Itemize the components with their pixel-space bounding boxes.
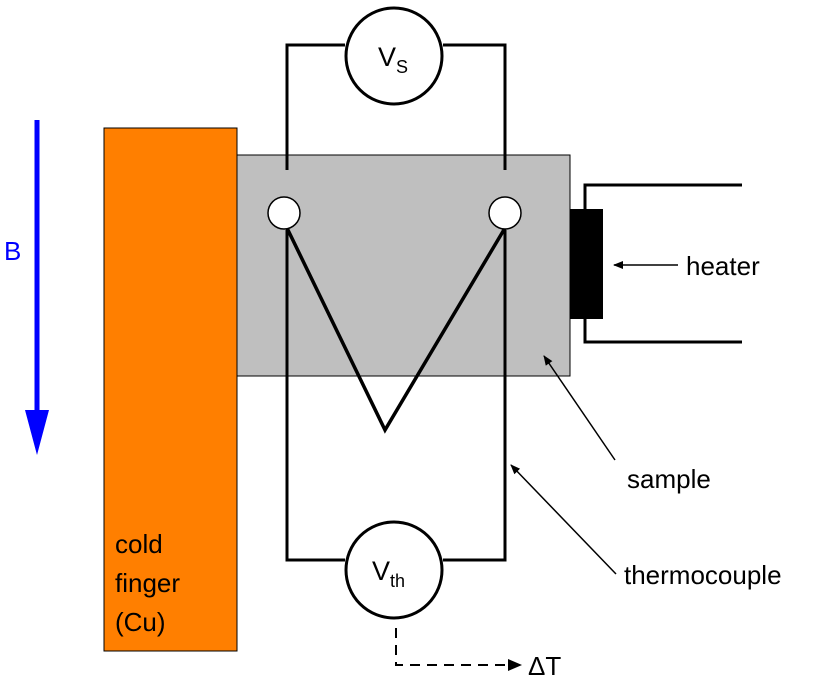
field-label: B [4, 236, 21, 266]
left-contact [267, 196, 301, 230]
vs-right-wire [443, 43, 507, 170]
cold-finger-label-line3: (Cu) [115, 607, 166, 637]
vth-voltmeter [344, 520, 444, 620]
vs-label: VS [378, 42, 408, 77]
thermocouple-junction [285, 227, 507, 434]
vs-left-wire [285, 43, 345, 170]
heater-block [570, 209, 603, 319]
vth-label: Vth [372, 556, 405, 591]
heater-label: heater [686, 251, 760, 281]
delta-t-label: ΔT [528, 651, 561, 681]
right-contact [488, 196, 522, 230]
delta-t-dashed-line [395, 628, 515, 666]
thermocouple-label: thermocouple [624, 560, 782, 590]
magnetic-field-arrow [25, 120, 49, 455]
vs-voltmeter [344, 6, 444, 106]
sample-pointer [543, 355, 616, 461]
cold-finger [103, 127, 238, 652]
cold-finger-label-line1: cold [115, 529, 163, 559]
vth-right-wire [443, 230, 507, 562]
sample-label: sample [627, 464, 711, 494]
vth-left-wire [285, 230, 345, 562]
thermocouple-pointer [510, 464, 617, 575]
sample-block [236, 154, 571, 377]
heater-bottom-lead [583, 319, 742, 344]
heater-top-lead [583, 183, 742, 209]
delta-t-arrowhead [508, 659, 522, 671]
cold-finger-label-line2: finger [115, 568, 180, 598]
